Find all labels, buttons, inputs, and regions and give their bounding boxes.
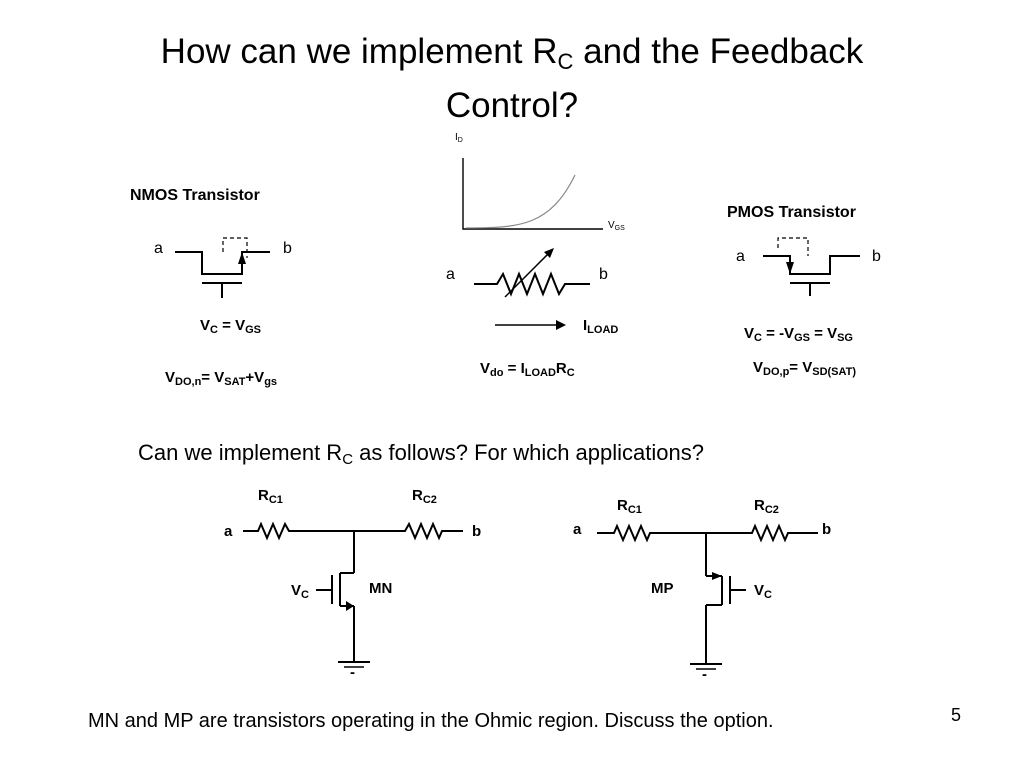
page-number: 5 — [951, 705, 962, 725]
nmos-vdo-equation: VDO,n= VSAT+Vgs — [165, 369, 278, 388]
graph-y-axis-label: ID — [455, 132, 463, 144]
iload-arrow — [495, 320, 566, 330]
pmos-vdo-equation: VDO,p= VSD(SAT) — [753, 359, 857, 378]
pmos-terminal-a: a — [736, 248, 745, 265]
mn-rc1-label: RC1 — [258, 487, 283, 506]
id-vgs-graph — [462, 158, 603, 230]
mn-terminal-a: a — [224, 523, 233, 540]
mn-circuit-schematic — [243, 521, 463, 668]
resistor-terminal-a: a — [446, 266, 455, 283]
mp-rc2-label: RC2 — [754, 497, 779, 516]
nmos-heading: NMOS Transistor — [130, 187, 260, 204]
mn-terminal-b: b — [472, 523, 482, 540]
mn-vc-label: VC — [291, 582, 309, 601]
pmos-terminal-b: b — [872, 248, 881, 265]
pmos-transistor-symbol — [763, 237, 860, 296]
nmos-terminal-b: b — [283, 240, 292, 257]
title-text: and the Feedback — [573, 32, 864, 71]
iload-label: ILOAD — [583, 317, 619, 336]
variable-resistor-symbol — [474, 248, 590, 298]
mp-label: MP — [651, 580, 674, 597]
mn-rc2-label: RC2 — [412, 487, 437, 506]
slide-title: How can we implement RC and the Feedback… — [0, 30, 1024, 128]
nmos-terminal-a: a — [154, 240, 163, 257]
mp-terminal-a: a — [573, 521, 582, 538]
nmos-vc-equation: VC = VGS — [200, 317, 261, 336]
nmos-transistor-symbol — [175, 237, 270, 298]
footer-text: MN and MP are transistors operating in t… — [88, 710, 774, 732]
mp-terminal-b: b — [822, 521, 832, 538]
title-text: Control? — [445, 86, 579, 125]
pmos-heading: PMOS Transistor — [727, 204, 856, 221]
mp-rc1-label: RC1 — [617, 497, 642, 516]
question-text: Can we implement RC as follows? For whic… — [138, 440, 704, 468]
resistor-terminal-b: b — [599, 266, 608, 283]
mp-ground-mark: - — [702, 666, 707, 683]
mp-vc-label: VC — [754, 582, 772, 601]
resistor-vdo-equation: Vdo = ILOADRC — [480, 360, 575, 379]
graph-x-axis-label: VGS — [608, 220, 625, 232]
mp-circuit-schematic — [597, 523, 818, 670]
title-text: How can we implement R — [160, 32, 558, 71]
pmos-vc-equation: VC = -VGS = VSG — [744, 325, 853, 344]
mn-label: MN — [369, 580, 393, 597]
mn-ground-mark: - — [350, 664, 355, 681]
title-subscript: C — [557, 49, 574, 74]
